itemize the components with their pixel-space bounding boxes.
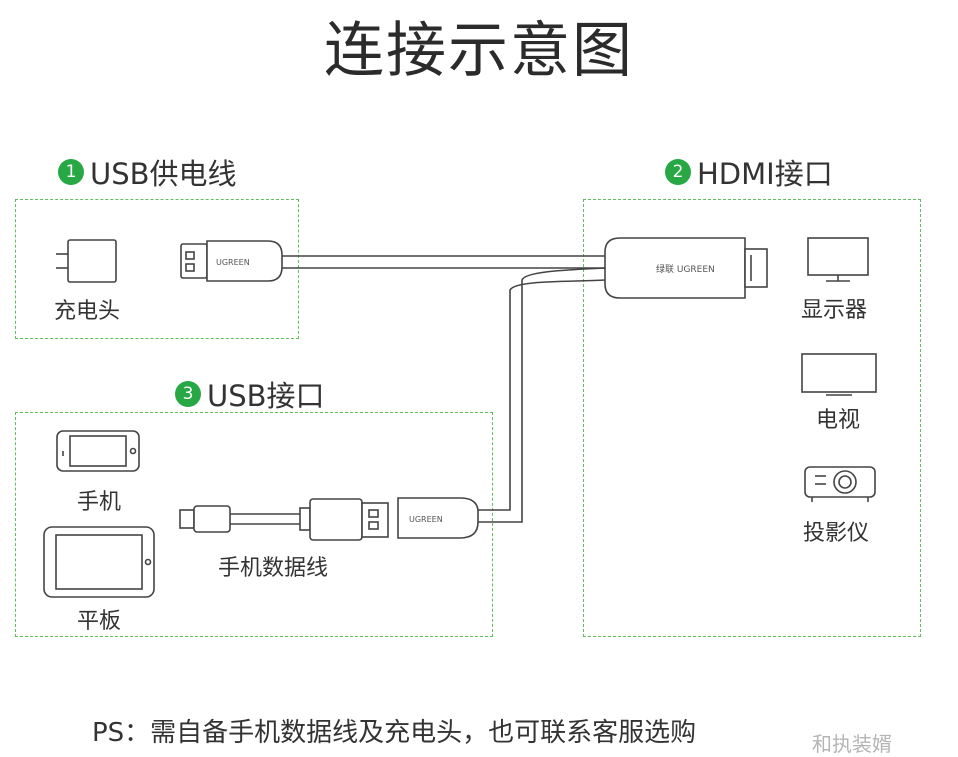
section-hdmi-text: HDMI接口: [697, 157, 833, 191]
projector-label: 投影仪: [803, 521, 870, 546]
page-title: 连接示意图: [324, 16, 634, 86]
female-port-brand: UGREEN: [409, 515, 443, 524]
number-badge-3: 3: [175, 381, 201, 407]
tv-label: 电视: [816, 408, 861, 433]
watermark: 和执装婿: [812, 732, 892, 756]
usb-power-plug-icon: [180, 240, 283, 282]
footnote: PS：需自备手机数据线及充电头，也可联系客服选购: [92, 718, 697, 748]
charger-label: 充电头: [54, 299, 121, 324]
usb-power-box: [15, 199, 299, 339]
cable-lines: [282, 255, 606, 523]
phone-label: 手机: [77, 490, 122, 515]
usb-port-box: [15, 412, 493, 637]
section-usb-port-label: 3 USB接口: [175, 373, 325, 415]
tablet-icon: [43, 526, 155, 598]
section-usb-port-text: USB接口: [207, 379, 325, 413]
hdmi-box: [583, 199, 921, 637]
usb-female-port-icon: [397, 497, 479, 539]
usb-plug-brand: UGREEN: [216, 258, 250, 267]
monitor-icon: [807, 237, 869, 282]
phone-cable-icon: [179, 498, 389, 541]
section-usb-power-label: 1 USB供电线: [58, 151, 237, 193]
hdmi-plug-icon: [604, 237, 768, 299]
section-usb-power-text: USB供电线: [90, 157, 237, 191]
tablet-label: 平板: [77, 609, 122, 634]
projector-icon: [804, 466, 876, 502]
charger-icon: [56, 239, 117, 283]
hdmi-plug-brand: 绿联 UGREEN: [656, 263, 715, 275]
phone-icon: [56, 430, 140, 472]
tv-icon: [801, 353, 877, 396]
monitor-label: 显示器: [801, 298, 868, 323]
number-badge-1: 1: [58, 159, 84, 185]
phone-cable-label: 手机数据线: [218, 556, 329, 581]
section-hdmi-label: 2 HDMI接口: [665, 151, 833, 193]
number-badge-2: 2: [665, 159, 691, 185]
